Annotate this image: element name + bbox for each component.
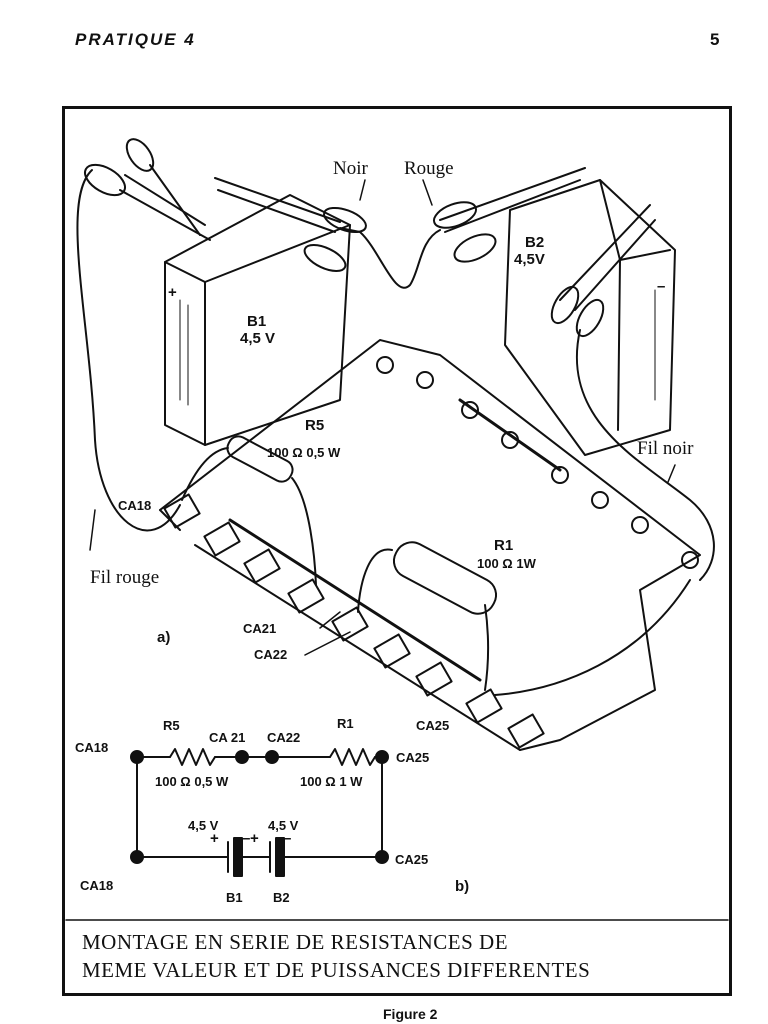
terminal-ca25: CA25 xyxy=(416,718,450,733)
battery-b1-voltage: 4,5 V xyxy=(240,330,276,347)
wires xyxy=(76,169,715,696)
figure-title: Figure 2 xyxy=(383,1006,438,1022)
running-header: PRATIQUE 4 xyxy=(75,30,196,49)
wire-black-label: Noir xyxy=(333,158,368,179)
resistors-drawing xyxy=(181,435,498,691)
fil-rouge-label: Fil rouge xyxy=(90,567,160,588)
schematic-r1-value: 100 Ω 1 W xyxy=(300,774,363,789)
battery-b2-voltage: 4,5V xyxy=(514,251,545,268)
schematic-b1: B1 xyxy=(226,890,243,905)
schematic-r5-value: 100 Ω 0,5 W xyxy=(155,774,229,789)
schematic-ca21: CA 21 xyxy=(209,730,246,745)
r1-name: R1 xyxy=(494,537,514,554)
battery-b1-plus: + xyxy=(168,284,177,301)
battery-b1-name: B1 xyxy=(247,313,267,330)
r1-value: 100 Ω 1W xyxy=(477,556,536,571)
schematic-b1-plus: + xyxy=(210,830,219,847)
schematic-b2-plus: + xyxy=(250,830,259,847)
schematic-v1: 4,5 V xyxy=(188,818,219,833)
battery-b2-name: B2 xyxy=(525,234,545,251)
battery-b2-drawing xyxy=(504,179,676,456)
solder-lugs xyxy=(163,356,699,749)
schematic-b2-minus: – xyxy=(283,830,292,847)
r5-value: 100 Ω 0,5 W xyxy=(267,445,341,460)
page-number: 5 xyxy=(710,30,720,49)
schematic-r1-name: R1 xyxy=(337,716,354,731)
schematic-ca25-bottom: CA25 xyxy=(395,852,429,867)
alligator-clips xyxy=(84,138,656,338)
terminal-ca18: CA18 xyxy=(118,498,152,513)
schematic-v2: 4,5 V xyxy=(268,818,299,833)
schematic-b2: B2 xyxy=(273,890,290,905)
caption-line-2: MEME VALEUR ET DE PUISSANCES DIFFERENTES xyxy=(82,958,591,982)
schematic-ca25-top: CA25 xyxy=(396,750,430,765)
schematic-b1-minus: – xyxy=(242,830,251,847)
figure-a-label: a) xyxy=(157,629,171,646)
terminal-ca22: CA22 xyxy=(254,647,288,662)
schematic-r5-name: R5 xyxy=(163,718,180,733)
battery-b2-minus: – xyxy=(657,278,666,295)
fil-noir-label: Fil noir xyxy=(637,438,694,459)
circuit-board xyxy=(159,339,701,751)
terminal-ca21: CA21 xyxy=(243,621,277,636)
caption-line-1: MONTAGE EN SERIE DE RESISTANCES DE xyxy=(82,930,509,954)
figure-caption: MONTAGE EN SERIE DE RESISTANCES DE MEME … xyxy=(82,928,590,984)
schematic-ca22: CA22 xyxy=(267,730,301,745)
schematic-b xyxy=(130,748,389,877)
schematic-ca18-top: CA18 xyxy=(75,740,109,755)
label-pointers xyxy=(89,179,676,656)
figure-frame xyxy=(62,106,732,996)
r5-name: R5 xyxy=(305,417,325,434)
battery-b1-drawing xyxy=(164,194,351,446)
wire-red-label: Rouge xyxy=(404,158,454,179)
figure-b-label: b) xyxy=(455,878,470,895)
schematic-ca18-bottom: CA18 xyxy=(80,878,114,893)
